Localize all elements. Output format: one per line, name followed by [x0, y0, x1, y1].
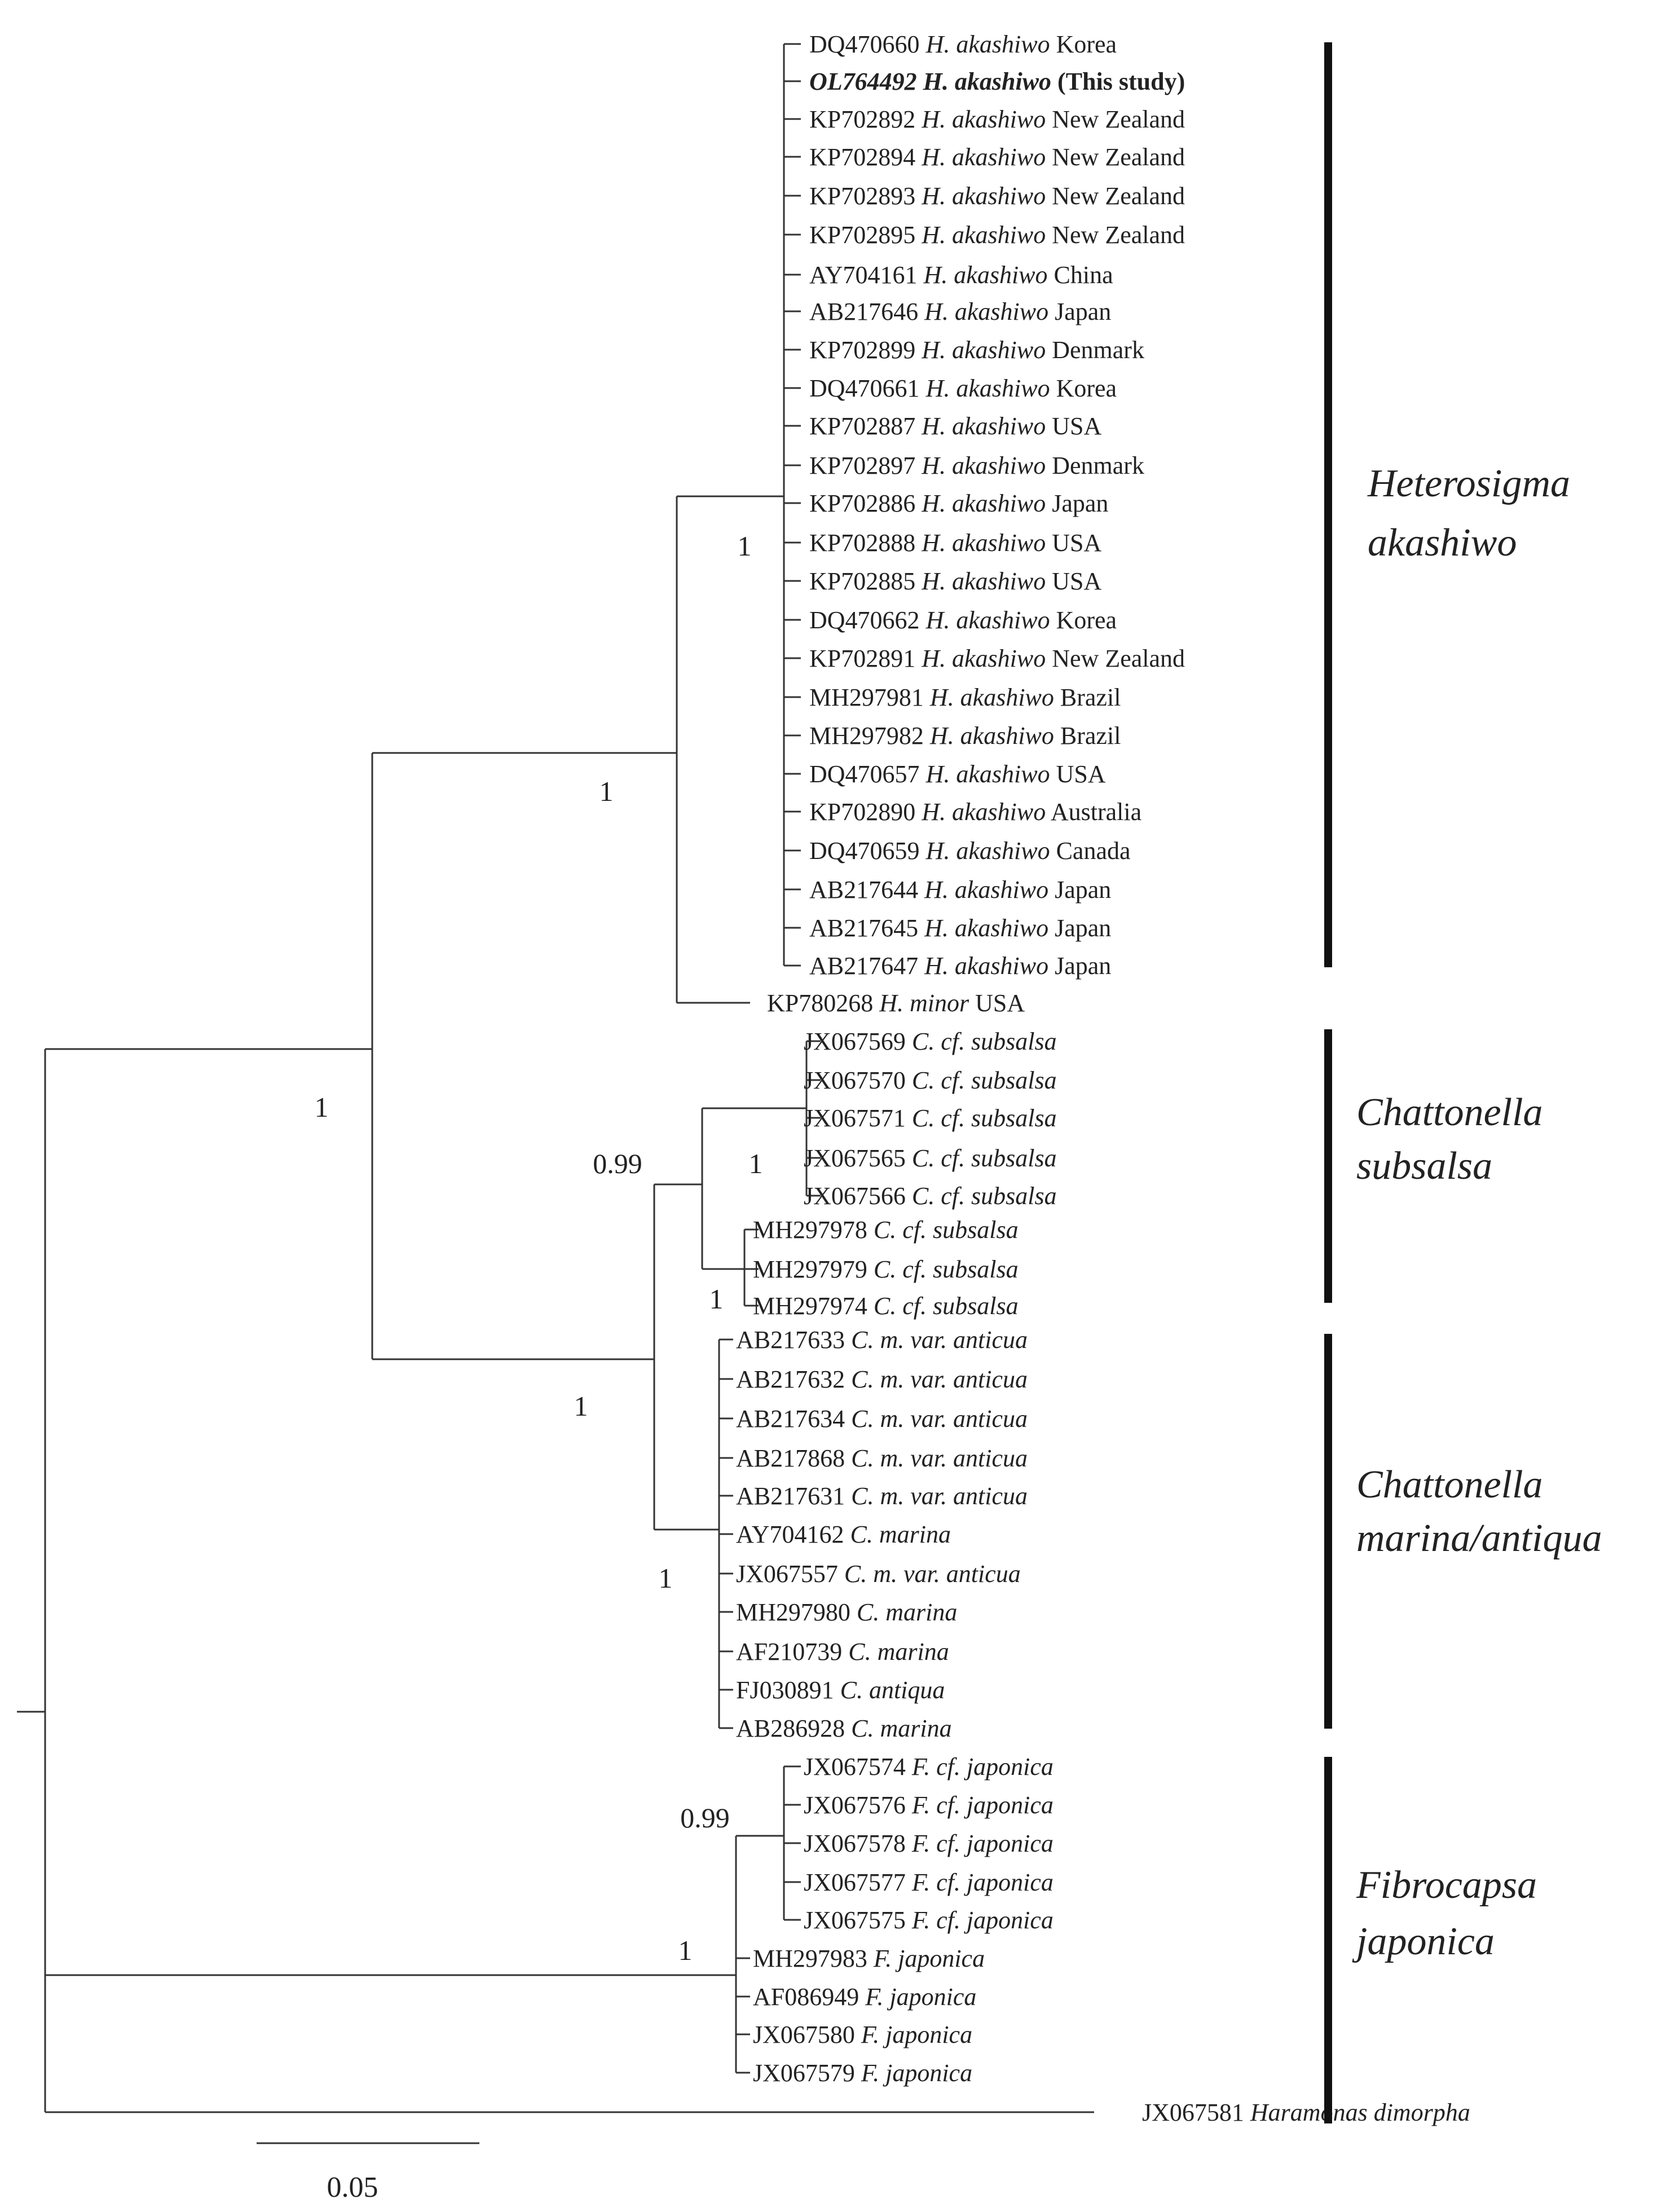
taxon-label: JX067580 F. japonica [753, 2021, 972, 2048]
taxon-label: JX067566 C. cf. subsalsa [804, 1182, 1057, 1210]
taxon-label: JX067557 C. m. var. anticua [736, 1560, 1021, 1588]
taxon-label: JX067581 Haramonas dimorpha [1142, 2099, 1470, 2126]
taxon-label: AB217633 C. m. var. anticua [736, 1326, 1028, 1354]
taxon-label: AB217631 C. m. var. anticua [736, 1482, 1028, 1510]
taxon-label: FJ030891 C. antiqua [736, 1676, 945, 1704]
support-value: 1 [709, 1283, 724, 1315]
clade-annotations: HeterosigmaakashiwoChattonellasubsalsaCh… [1324, 42, 1602, 2123]
clade-name-line2: marina/antiqua [1356, 1517, 1602, 1560]
taxon-label: JX067576 F. cf. japonica [804, 1791, 1054, 1819]
tree-branches [17, 43, 1094, 2113]
taxon-label: AB217647 H. akashiwo Japan [809, 952, 1111, 980]
clade-name-line2: akashiwo [1368, 521, 1517, 565]
taxon-label: JX067579 F. japonica [753, 2059, 972, 2087]
taxon-label: AB217645 H. akashiwo Japan [809, 914, 1111, 942]
support-value: 1 [315, 1091, 329, 1123]
taxon-label: KP702887 H. akashiwo USA [809, 412, 1101, 440]
support-values: 1 1 1 0.99 1 1 1 1 0.99 1 [315, 530, 763, 1966]
support-value: 0.99 [593, 1148, 642, 1179]
taxon-label: JX067574 F. cf. japonica [804, 1753, 1054, 1781]
support-value: 0.99 [680, 1802, 730, 1834]
taxon-label: AB217646 H. akashiwo Japan [809, 298, 1111, 325]
taxon-label: DQ470659 H. akashiwo Canada [809, 837, 1131, 865]
taxon-label: JX067575 F. cf. japonica [804, 1906, 1054, 1934]
taxon-label: KP702899 H. akashiwo Denmark [809, 336, 1144, 364]
clade-name-line1: Chattonella [1356, 1463, 1543, 1506]
taxon-label: AF210739 C. marina [736, 1638, 949, 1665]
taxon-label: KP780268 H. minor USA [767, 989, 1025, 1017]
taxon-label: MH297983 F. japonica [753, 1945, 985, 1972]
clade-name-line1: Heterosigma [1367, 462, 1570, 505]
scale-bar-label: 0.05 [327, 2171, 378, 2204]
taxon-label: KP702885 H. akashiwo USA [809, 567, 1101, 595]
taxon-label: MH297980 C. marina [736, 1598, 957, 1626]
taxon-label: DQ470661 H. akashiwo Korea [809, 374, 1117, 402]
taxon-label: JX067565 C. cf. subsalsa [804, 1144, 1057, 1172]
support-value: 1 [749, 1148, 763, 1179]
support-value: 1 [659, 1562, 673, 1594]
taxon-label: MH297978 C. cf. subsalsa [753, 1216, 1019, 1244]
support-value: 1 [678, 1935, 693, 1966]
taxon-label: AY704161 H. akashiwo China [809, 261, 1113, 289]
taxon-label: JX067578 F. cf. japonica [804, 1830, 1054, 1857]
taxon-label: DQ470662 H. akashiwo Korea [809, 606, 1117, 634]
taxon-label: MH297974 C. cf. subsalsa [753, 1292, 1019, 1320]
taxon-label: DQ470660 H. akashiwo Korea [809, 30, 1117, 58]
taxon-label: AF086949 F. japonica [753, 1983, 976, 2011]
taxon-label: KP702897 H. akashiwo Denmark [809, 452, 1144, 479]
taxon-label: KP702895 H. akashiwo New Zealand [809, 221, 1185, 249]
clade-name-line2: japonica [1352, 1920, 1495, 1963]
support-value: 1 [574, 1390, 588, 1422]
taxon-label: MH297979 C. cf. subsalsa [753, 1255, 1019, 1283]
clade-name-line1: Chattonella [1356, 1091, 1543, 1134]
taxon-label: KP702886 H. akashiwo Japan [809, 490, 1108, 517]
clade-name-line1: Fibrocapsa [1356, 1863, 1537, 1907]
taxon-label: KP702892 H. akashiwo New Zealand [809, 105, 1185, 133]
scale-bar: 0.05 [257, 2142, 479, 2204]
taxon-label: AB217632 C. m. var. anticua [736, 1365, 1028, 1393]
taxon-label: OL764492 H. akashiwo (This study) [809, 68, 1185, 95]
clade-name-line2: subsalsa [1356, 1144, 1492, 1188]
taxon-label: MH297982 H. akashiwo Brazil [809, 722, 1121, 750]
taxon-label: AB217634 C. m. var. anticua [736, 1405, 1028, 1433]
taxon-label: KP702891 H. akashiwo New Zealand [809, 645, 1185, 672]
taxon-label: AY704162 C. marina [736, 1521, 951, 1548]
taxon-label: JX067577 F. cf. japonica [804, 1869, 1054, 1896]
taxon-label: KP702894 H. akashiwo New Zealand [809, 143, 1185, 171]
taxon-label: KP702893 H. akashiwo New Zealand [809, 182, 1185, 210]
taxon-label: JX067569 C. cf. subsalsa [804, 1028, 1057, 1055]
taxon-label: AB217868 C. m. var. anticua [736, 1444, 1028, 1472]
taxon-label: AB217644 H. akashiwo Japan [809, 876, 1111, 904]
support-value: 1 [738, 530, 752, 562]
taxon-label: KP702888 H. akashiwo USA [809, 529, 1101, 557]
taxon-label: AB286928 C. marina [736, 1715, 952, 1742]
taxon-label: JX067571 C. cf. subsalsa [804, 1104, 1057, 1132]
taxon-label: DQ470657 H. akashiwo USA [809, 760, 1106, 788]
taxon-label: MH297981 H. akashiwo Brazil [809, 684, 1121, 711]
taxon-label: KP702890 H. akashiwo Australia [809, 798, 1141, 826]
support-value: 1 [600, 775, 614, 807]
taxon-label: JX067570 C. cf. subsalsa [804, 1067, 1057, 1094]
